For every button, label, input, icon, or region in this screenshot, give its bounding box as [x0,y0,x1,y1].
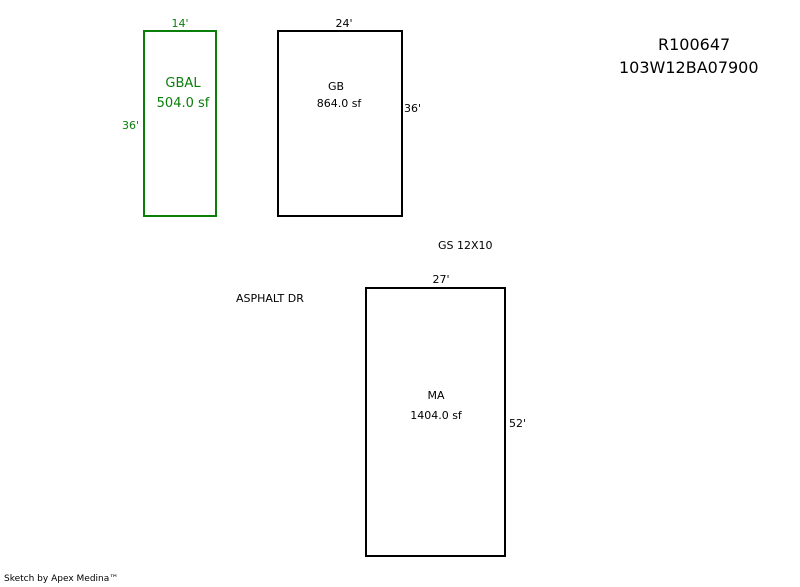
ma-height-dimension: 52' [509,417,527,430]
room-gbal-outline [143,30,217,217]
ma-area: 1404.0 sf [410,409,462,422]
parcel-code: 103W12BA07900 [619,58,759,77]
gbal-height-dimension: 36' [122,119,140,132]
gs-note: GS 12X10 [438,239,493,252]
gb-label: GB [327,80,345,93]
gb-area: 864.0 sf [316,97,362,110]
room-gb-outline [277,30,403,217]
gbal-area: 504.0 sf [156,96,210,111]
gbal-label: GBAL [165,76,201,91]
sketch-credit: Sketch by Apex Medina™ [4,574,119,584]
ma-width-dimension: 27' [432,273,450,286]
parcel-id: R100647 [658,35,731,54]
gb-width-dimension: 24' [335,17,353,30]
gb-height-dimension: 36' [404,102,422,115]
ma-label: MA [427,389,445,402]
room-ma-outline [365,287,506,557]
driveway-note: ASPHALT DR [236,292,304,305]
gbal-width-dimension: 14' [171,17,189,30]
